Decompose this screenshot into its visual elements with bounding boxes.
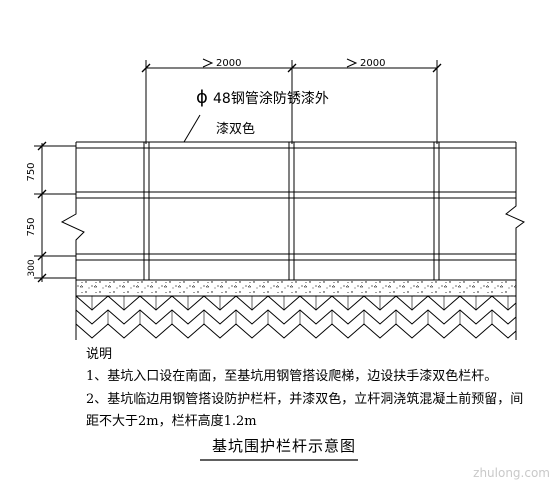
dim-left-300: 300 bbox=[27, 259, 37, 276]
left-dimension: 750 750 300 bbox=[26, 141, 76, 283]
notes-heading: 说明 bbox=[86, 347, 113, 362]
drawing-title: 基坑围护栏杆示意图 bbox=[212, 437, 357, 455]
note-item-2-line-1: 2、基坑临边用钢管搭设防护栏杆，并漆双色，立杆洞浇筑混凝土前预留，间 bbox=[86, 392, 524, 407]
watermark: zhulong.com bbox=[473, 466, 550, 480]
top-dimension: 2000 2000 bbox=[141, 58, 442, 144]
break-lines bbox=[60, 142, 525, 340]
concrete-slab bbox=[75, 279, 517, 297]
posts bbox=[143, 142, 440, 280]
pipe-diameter-symbol: ϕ bbox=[196, 87, 208, 108]
note-item-2-line-2: 距不大于2m，栏杆高度1.2m bbox=[86, 414, 257, 429]
earth-hatch bbox=[75, 295, 517, 339]
dim-left-750-upper: 750 bbox=[26, 162, 37, 181]
dim-top-1: 2000 bbox=[216, 58, 241, 69]
pipe-callout-line2: 漆双色 bbox=[216, 121, 255, 137]
railing bbox=[76, 141, 516, 261]
pipe-callout: ϕ 48钢管涂防锈漆外 漆双色 bbox=[183, 87, 329, 143]
pipe-callout-line1: 48钢管涂防锈漆外 bbox=[213, 91, 329, 107]
note-item-1: 1、基坑入口设在南面，至基坑用钢管搭设爬梯，边设扶手漆双色栏杆。 bbox=[86, 369, 498, 384]
dim-left-750-lower: 750 bbox=[26, 217, 37, 236]
dim-top-2: 2000 bbox=[360, 58, 385, 69]
